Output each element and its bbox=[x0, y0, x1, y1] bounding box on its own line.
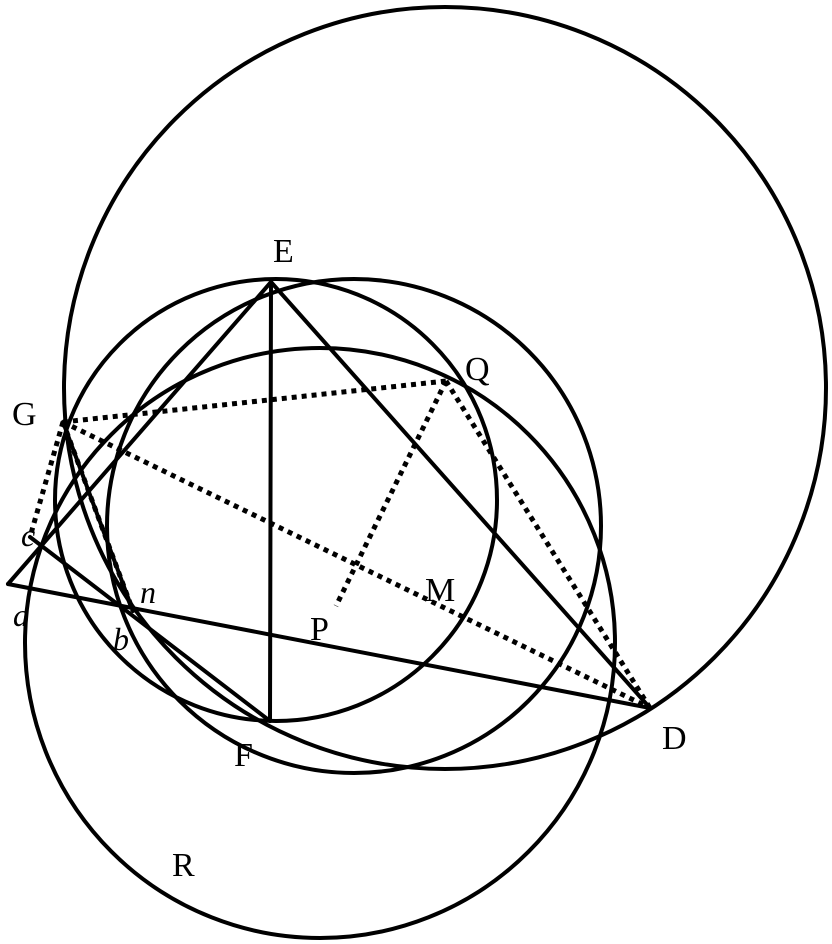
dotted-g-n bbox=[60, 421, 136, 612]
point-labels: E G Q M P D F R a b c n bbox=[12, 233, 687, 884]
label-n: n bbox=[140, 574, 156, 610]
dotted-q-p bbox=[333, 379, 449, 608]
segment-a-e bbox=[6, 280, 273, 586]
segment-e-d bbox=[269, 280, 652, 710]
label-p: P bbox=[310, 611, 329, 648]
label-b: b bbox=[113, 621, 129, 657]
label-m: M bbox=[425, 572, 455, 609]
label-d: D bbox=[662, 720, 687, 757]
dotted-g-q bbox=[62, 378, 447, 425]
circle-r bbox=[23, 346, 617, 940]
dotted-q-d bbox=[443, 379, 653, 710]
circles bbox=[23, 5, 828, 940]
dotted-g-d bbox=[61, 419, 652, 711]
segment-c-f bbox=[28, 535, 272, 723]
label-g: G bbox=[12, 396, 37, 433]
label-a: a bbox=[13, 597, 29, 633]
label-f: F bbox=[234, 737, 253, 774]
label-e: E bbox=[273, 233, 294, 270]
incircle-through-e-f bbox=[53, 277, 499, 723]
label-c: c bbox=[21, 517, 35, 553]
label-r: R bbox=[172, 847, 195, 884]
circle-through-e-d bbox=[105, 277, 603, 775]
solid-lines bbox=[6, 280, 652, 723]
label-q: Q bbox=[465, 351, 490, 388]
large-circle-through-g-d bbox=[62, 5, 828, 771]
dotted-lines bbox=[27, 378, 653, 711]
segment-e-f bbox=[268, 280, 273, 723]
